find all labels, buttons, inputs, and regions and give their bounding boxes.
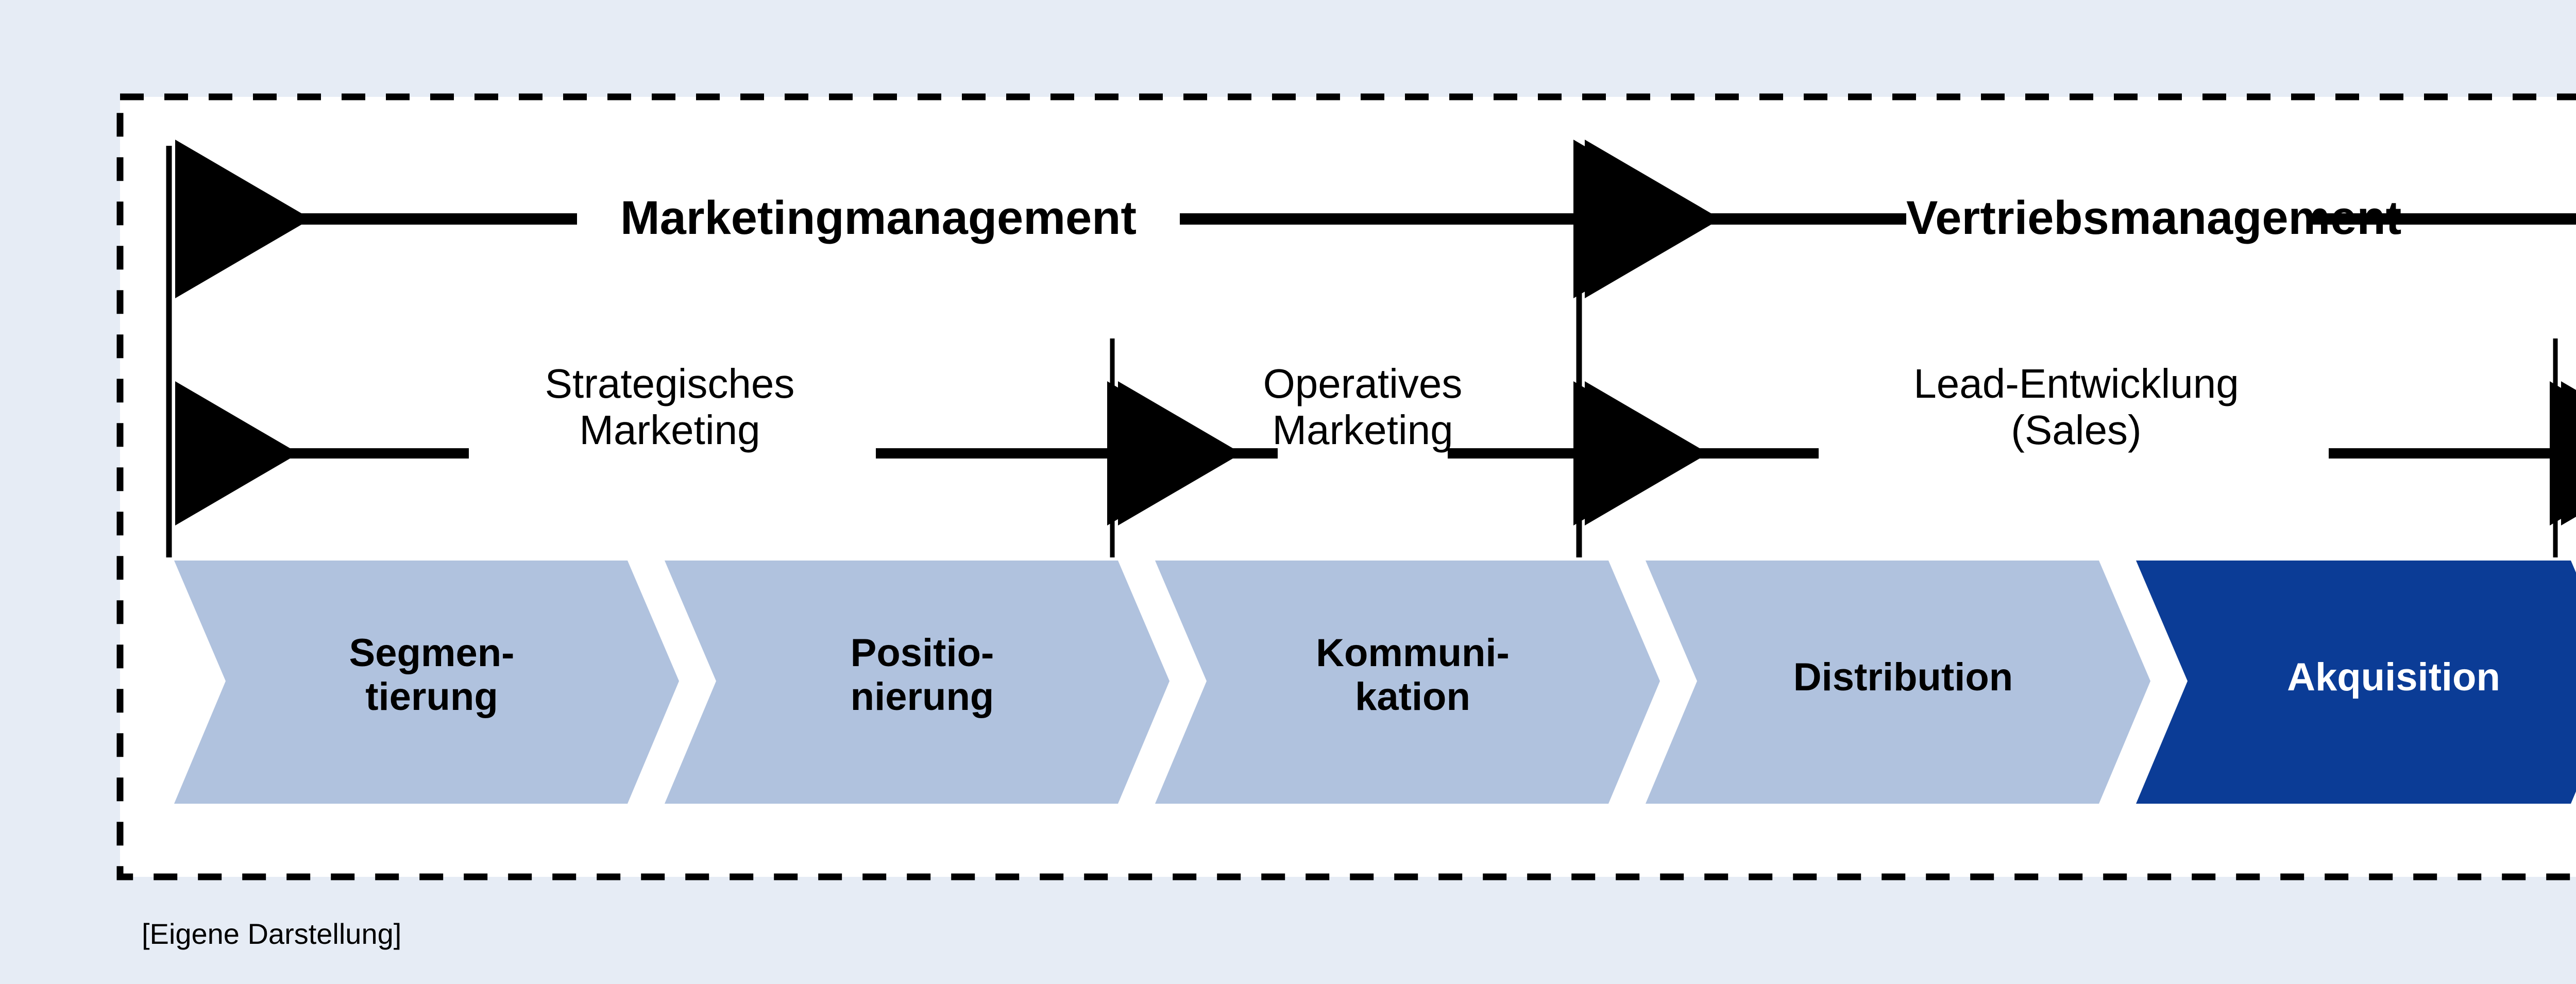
band-label-vertriebsmanagement: Vertriebsmanagement bbox=[1906, 192, 2402, 244]
chevron-label-segmentierung: Segmen- tierung bbox=[349, 631, 515, 719]
sub-band-label-operatives-marketing: Operatives Marketing bbox=[1263, 361, 1463, 453]
process-chevrons bbox=[174, 561, 2576, 804]
chevron-label-positionierung: Positio- nierung bbox=[850, 631, 994, 719]
chevron-shape-1[interactable] bbox=[665, 561, 1170, 804]
chevron-shape-0[interactable] bbox=[174, 561, 679, 804]
chevron-shape-3[interactable] bbox=[1646, 561, 2150, 804]
chevron-shape-4[interactable] bbox=[2136, 561, 2576, 804]
sub-band-label-strategisches-marketing: Strategisches Marketing bbox=[545, 361, 795, 453]
chevron-shape-2[interactable] bbox=[1155, 561, 1660, 804]
panel-dashed-border bbox=[116, 93, 2576, 880]
source-caption: [Eigene Darstellung] bbox=[142, 918, 402, 950]
chevron-label-kommunikation: Kommuni- kation bbox=[1316, 631, 1510, 719]
chevron-label-akquisition: Akquisition bbox=[2287, 655, 2500, 699]
band-label-marketingmanagement: Marketingmanagement bbox=[620, 192, 1137, 244]
sub-band-label-lead-entwicklung: Lead-Entwicklung (Sales) bbox=[1913, 361, 2239, 453]
chevron-label-distribution: Distribution bbox=[1793, 655, 2013, 699]
